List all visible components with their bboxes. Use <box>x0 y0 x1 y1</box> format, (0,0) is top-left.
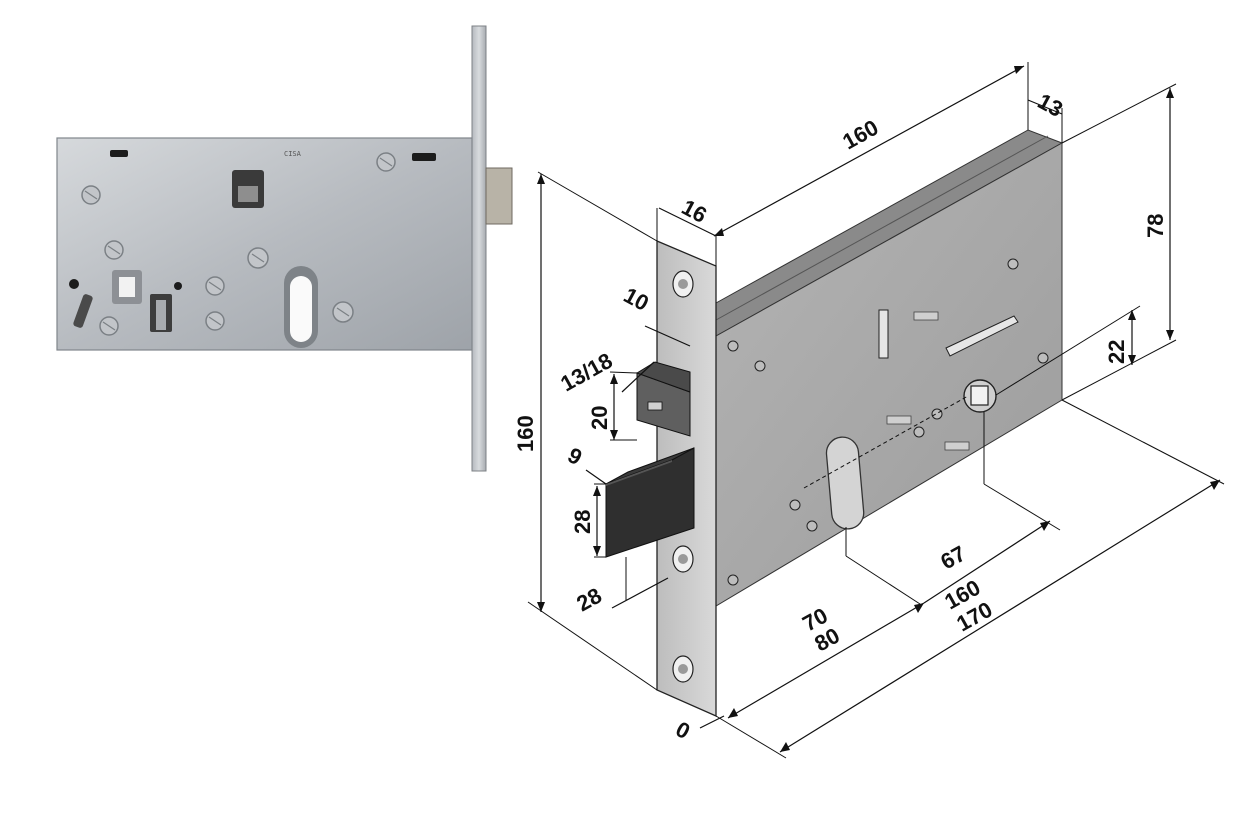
dim-case-height: 78 <box>1143 214 1168 238</box>
dim-case-length: 160 <box>838 115 882 155</box>
drawing-latch <box>635 361 691 437</box>
drawing-slot-diagonal <box>945 315 1019 357</box>
dim-faceplate-height: 160 <box>513 415 538 452</box>
photo-case <box>56 137 473 351</box>
photo-stamp: CISA <box>284 150 302 158</box>
lock-photo: CISA <box>56 25 513 472</box>
dim-faceplate-width: 16 <box>678 194 711 228</box>
photo-hole-mid <box>174 282 182 290</box>
dimension-arrows <box>537 66 1220 752</box>
technical-drawing: 160 13 16 160 78 22 10 13/18 20 9 28 28 … <box>513 62 1225 759</box>
photo-faceplate <box>471 25 487 472</box>
photo-slot-top-left <box>110 150 128 157</box>
dim-latch-size: 13/18 <box>556 348 616 397</box>
dim-cylinder-distance: 67 <box>936 541 970 575</box>
dim-spindle-offset: 22 <box>1104 340 1129 364</box>
dim-latch-projection: 10 <box>620 282 653 316</box>
dim-bolt-width: 28 <box>572 583 606 617</box>
dim-latch-height: 20 <box>587 406 612 430</box>
dim-origin: 0 <box>672 716 695 744</box>
drawing-slot-vertical <box>878 309 889 359</box>
photo-latch <box>485 167 513 225</box>
dim-bolt-projection: 9 <box>564 442 587 470</box>
photo-hole-left <box>69 279 79 289</box>
dim-bolt-height: 28 <box>570 510 595 534</box>
drawing-screws <box>727 258 1049 586</box>
drawing-bolt <box>605 447 695 558</box>
dimension-lines <box>527 62 1225 759</box>
photo-slot-top-right <box>412 153 436 161</box>
